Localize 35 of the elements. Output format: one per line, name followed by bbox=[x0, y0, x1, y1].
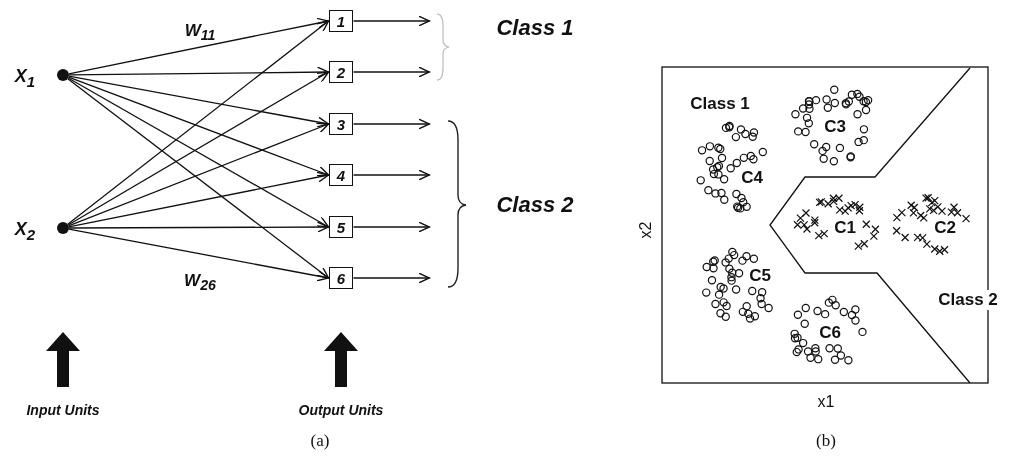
connection-arrow bbox=[352, 272, 431, 284]
panel-caption: (b) bbox=[815, 431, 837, 451]
input-label: X$_{2}$ bbox=[14, 219, 36, 243]
connection-arrow bbox=[67, 20, 330, 225]
input-node bbox=[57, 69, 69, 81]
unit-caption: Output Units bbox=[297, 402, 385, 418]
connection-arrow bbox=[352, 15, 431, 27]
connection-arrow bbox=[352, 169, 431, 181]
output-unit-box: 5 bbox=[329, 216, 353, 238]
connection-arrow bbox=[67, 76, 330, 177]
connection-arrow bbox=[352, 221, 431, 233]
connection-arrow bbox=[68, 221, 330, 233]
connection-arrow bbox=[68, 171, 330, 228]
panel-caption: (a) bbox=[309, 431, 331, 451]
class-label: Class 2 bbox=[495, 192, 575, 218]
connection-arrow bbox=[67, 78, 330, 279]
axis-label: x1 bbox=[816, 393, 836, 411]
output-unit-box: 3 bbox=[329, 113, 353, 135]
axis-label: x2 bbox=[637, 220, 655, 240]
unit-caption: Input Units bbox=[25, 402, 101, 418]
output-unit-box: 2 bbox=[329, 61, 353, 83]
plot-label: Class 2 bbox=[937, 290, 999, 310]
output-unit-box: 1 bbox=[329, 10, 353, 32]
class-label: Class 1 bbox=[495, 15, 575, 41]
output-unit-box: 6 bbox=[329, 267, 353, 289]
input-node bbox=[57, 222, 69, 234]
connection-arrow bbox=[68, 66, 330, 78]
connection-arrow bbox=[68, 228, 330, 282]
connection-arrow bbox=[68, 17, 330, 75]
output-unit-box: 4 bbox=[329, 164, 353, 186]
connection-arrow bbox=[68, 75, 330, 128]
input-label: X$_{1}$ bbox=[14, 66, 36, 90]
connection-arrow bbox=[352, 66, 431, 78]
connection-arrow bbox=[67, 122, 330, 227]
connection-arrow bbox=[352, 118, 431, 130]
